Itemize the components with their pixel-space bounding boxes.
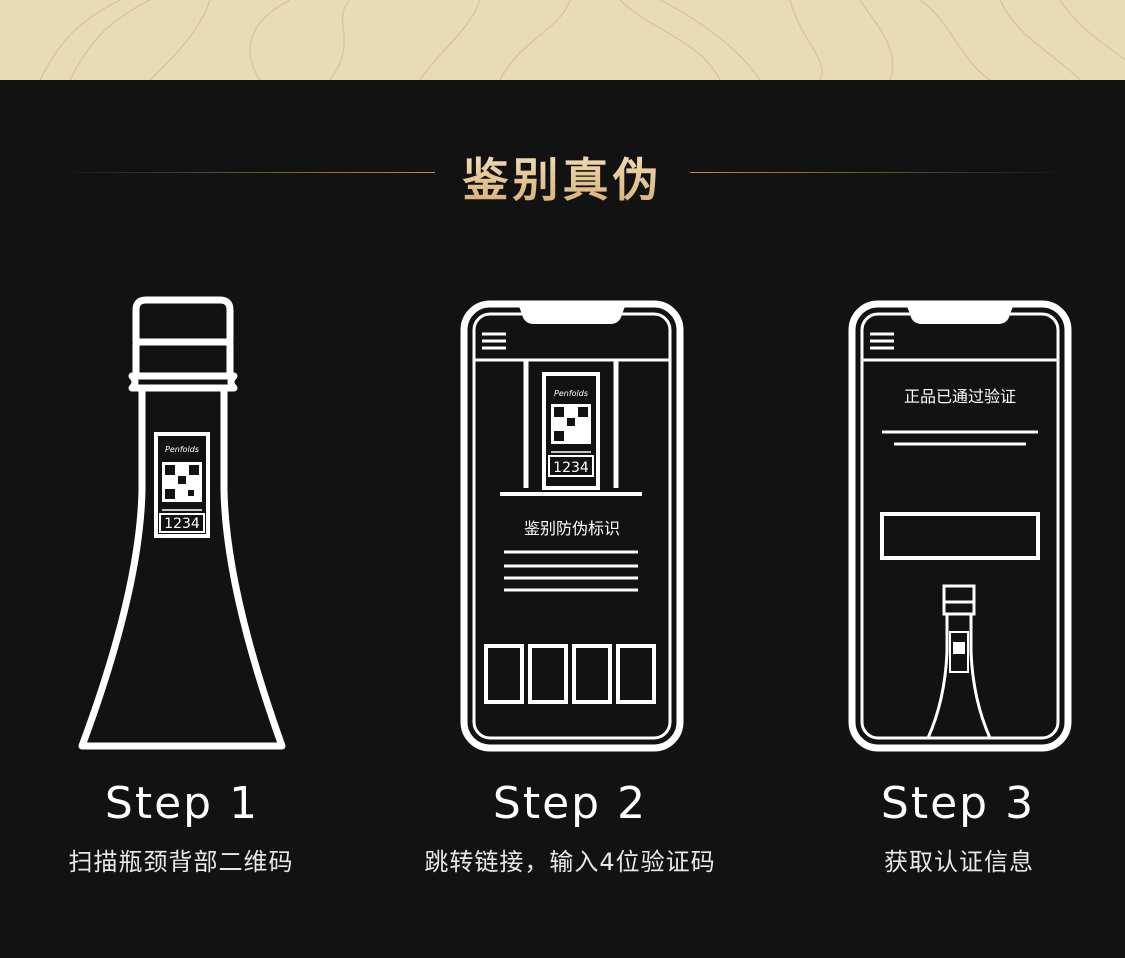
top-decorative-band: [0, 0, 1125, 80]
step-3-description: 获取认证信息: [884, 848, 1034, 876]
step-2-label: Step 2: [492, 778, 648, 829]
step-1-description: 扫描瓶颈背部二维码: [68, 848, 294, 876]
bottle-label-code: 1234: [164, 516, 200, 532]
phone-notch: [518, 304, 626, 324]
phone-screen-title: 鉴别防伪标识: [524, 519, 620, 538]
info-box: [880, 512, 1040, 560]
phone-notch: [906, 304, 1014, 324]
qr-code-icon: [551, 404, 591, 444]
small-bottle-icon: [926, 584, 992, 739]
step-2-description: 跳转链接，输入4位验证码: [424, 848, 716, 876]
text-placeholder-lines: [504, 550, 638, 592]
title-divider-right: [690, 172, 1070, 173]
phone-verified-illustration: 正品已通过验证: [848, 300, 1072, 752]
svg-text:Penfolds: Penfolds: [554, 389, 588, 398]
step-3-label: Step 3: [880, 778, 1036, 829]
section-header: 鉴别真伪: [0, 138, 1125, 208]
band-pattern: [39, 0, 1125, 80]
phone-verification-code-illustration: Penfolds 1234 鉴别防伪标识: [460, 300, 684, 752]
code-box-2: [528, 644, 568, 704]
phone-screen-title: 正品已通过验证: [904, 387, 1016, 406]
phone-label-tag: Penfolds 1234: [542, 372, 600, 490]
step-1-label: Step 1: [104, 778, 260, 829]
text-placeholder-lines: [882, 430, 1038, 446]
title-divider-left: [55, 172, 435, 173]
page-title: 鉴别真伪: [0, 144, 1125, 210]
bottle-label-brand: Penfolds: [165, 445, 199, 454]
svg-text:1234: 1234: [553, 460, 589, 476]
code-box-4: [616, 644, 656, 704]
code-box-3: [572, 644, 612, 704]
menu-icon: [482, 332, 506, 350]
bottle-label-tag: Penfolds 1234: [154, 432, 210, 538]
bottle-neck-illustration: Penfolds 1234: [78, 296, 286, 750]
qr-code-icon: [162, 462, 202, 502]
menu-icon: [870, 332, 894, 350]
code-box-1: [484, 644, 524, 704]
